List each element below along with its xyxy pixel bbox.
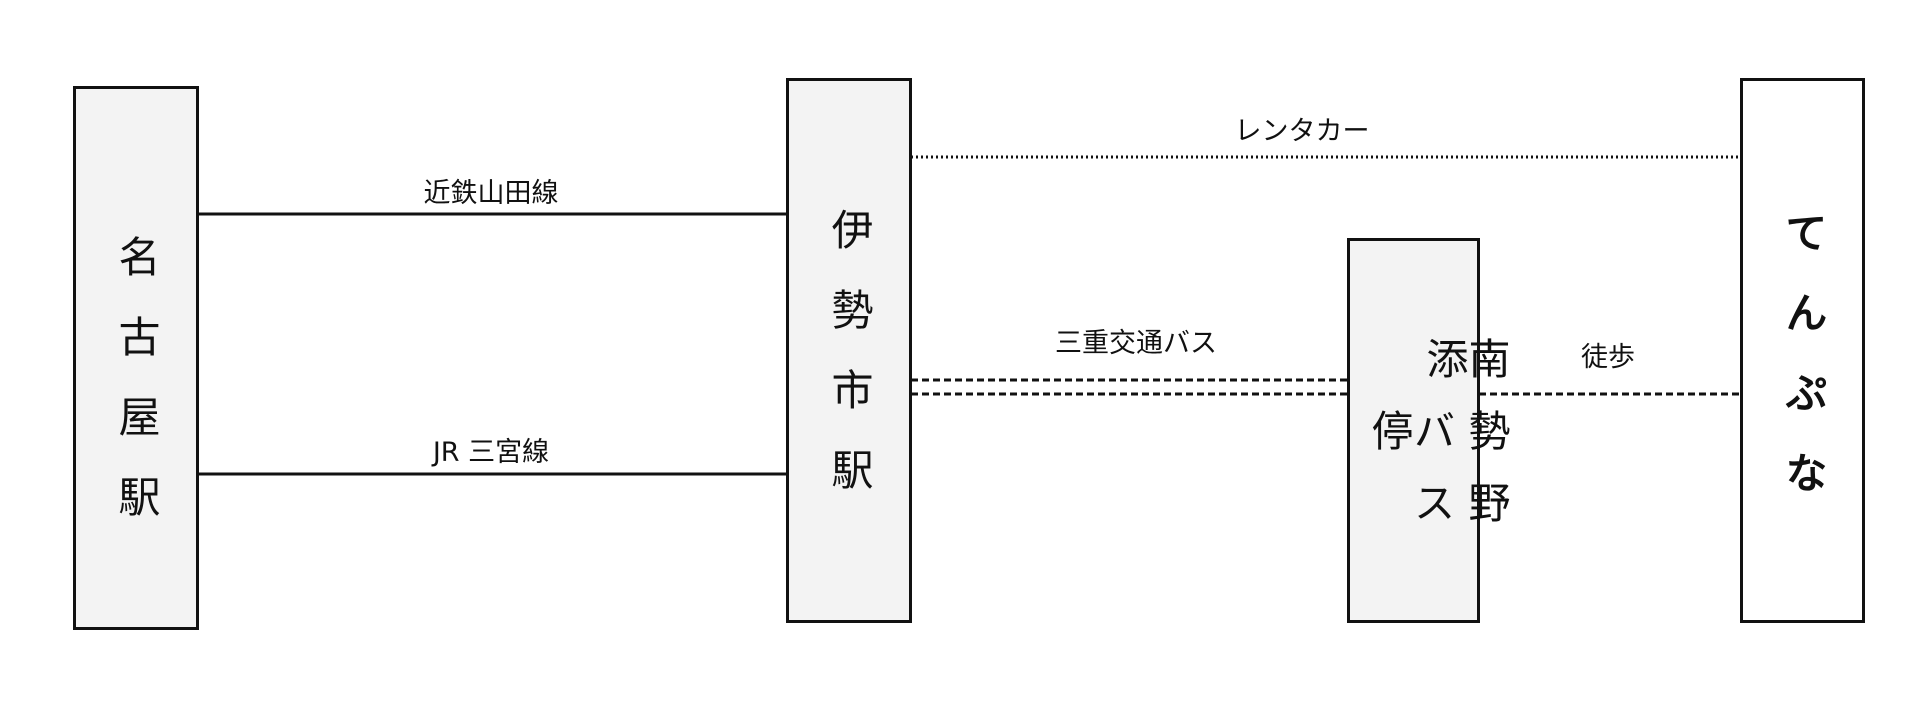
walk-label: 徒歩 (1581, 342, 1635, 373)
nagoya-station-box: 名古屋駅 (73, 86, 199, 630)
nagoya-station-label: 名古屋駅 (112, 235, 161, 555)
rental-car-label: レンタカー (1234, 116, 1370, 147)
iseshi-station-label: 伊勢市駅 (825, 208, 874, 528)
bus-stop-label: バス停 (1365, 409, 1456, 553)
bus-label: 三重交通バス (1055, 328, 1217, 359)
nansei-noso-label: 南勢野添 (1420, 337, 1511, 553)
tenpuna-label: てんぷな (1779, 211, 1828, 531)
iseshi-station-box: 伊勢市駅 (786, 78, 912, 623)
jr-label: JR 三宮線 (432, 437, 550, 468)
kintetsu-label: 近鉄山田線 (423, 178, 559, 209)
tenpuna-box: てんぷな (1740, 78, 1865, 623)
nansei-bus-stop-box: 南勢野添 バス停 (1347, 238, 1511, 623)
